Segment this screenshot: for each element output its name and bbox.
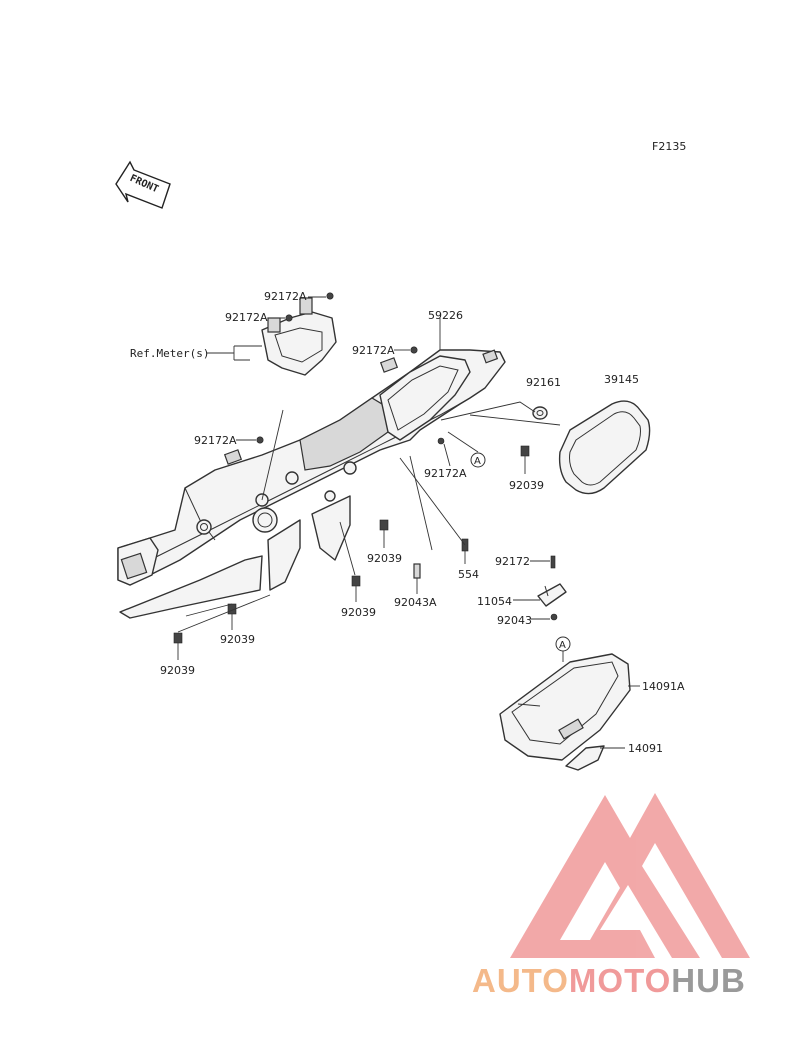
nut-92172A-mid: [410, 346, 418, 354]
callout-92172: 92172: [495, 555, 530, 568]
watermark-text: AUTOMOTOHUB: [472, 962, 792, 1002]
dash-panel-assembly: [117, 349, 506, 619]
callout-92172A-mid: 92172A: [352, 344, 395, 357]
callout-92172A-lower: 92172A: [424, 467, 467, 480]
bolt-92043A: [413, 563, 421, 579]
watermark-part-moto: MOTO: [568, 962, 672, 999]
callout-92172A-top: 92172A: [264, 290, 307, 303]
callout-92172A-second: 92172A: [225, 311, 268, 324]
marker-a-upper: A: [470, 452, 486, 468]
cover-14091: [565, 745, 605, 771]
leader-lines: [177, 296, 640, 749]
svg-text:A: A: [474, 456, 481, 467]
clip-92039-lower: [351, 575, 361, 587]
watermark-logo-icon: [510, 793, 750, 958]
bracket-11054: [537, 583, 567, 607]
watermark-part-hub: HUB: [671, 962, 746, 999]
seal-ring-39145: [558, 400, 651, 495]
callout-92172A-left: 92172A: [194, 434, 237, 447]
grommet-92161: [532, 406, 548, 420]
nut-92172A-left: [256, 436, 264, 444]
watermark-part-auto: AUTO: [472, 962, 569, 999]
glove-box-14091A: [499, 653, 631, 761]
callout-92039-center: 92039: [367, 552, 402, 565]
clip-92039-right: [520, 445, 530, 457]
screw-92172: [550, 555, 556, 569]
callout-92043: 92043: [497, 614, 532, 627]
svg-text:A: A: [559, 640, 566, 651]
nut-92172A-second: [285, 314, 293, 322]
nut-92172A-top: [326, 292, 334, 300]
callout-92161: 92161: [526, 376, 561, 389]
callout-11054: 11054: [477, 595, 512, 608]
clip-92039-center: [379, 519, 389, 531]
clip-92039-bottom: [173, 632, 183, 644]
front-arrow-icon: FRONT: [115, 160, 171, 209]
callout-39145: 39145: [604, 373, 639, 386]
callout-92039-right: 92039: [509, 479, 544, 492]
figure-code: F2135: [652, 140, 686, 153]
marker-a-lower: A: [555, 636, 571, 652]
callout-92039-lower: 92039: [341, 606, 376, 619]
callout-14091: 14091: [628, 742, 663, 755]
callout-92039-bottom: 92039: [160, 664, 195, 677]
callout-92039-left: 92039: [220, 633, 255, 646]
callout-554: 554: [458, 568, 479, 581]
callout-59226: 59226: [428, 309, 463, 322]
screw-92172A-lower: [437, 437, 445, 445]
meter-bracket: [261, 297, 337, 376]
callout-14091A: 14091A: [642, 680, 685, 693]
callout-92043A: 92043A: [394, 596, 437, 609]
bolt-92043: [550, 613, 558, 621]
reference-label: Ref.Meter(s): [130, 347, 209, 360]
